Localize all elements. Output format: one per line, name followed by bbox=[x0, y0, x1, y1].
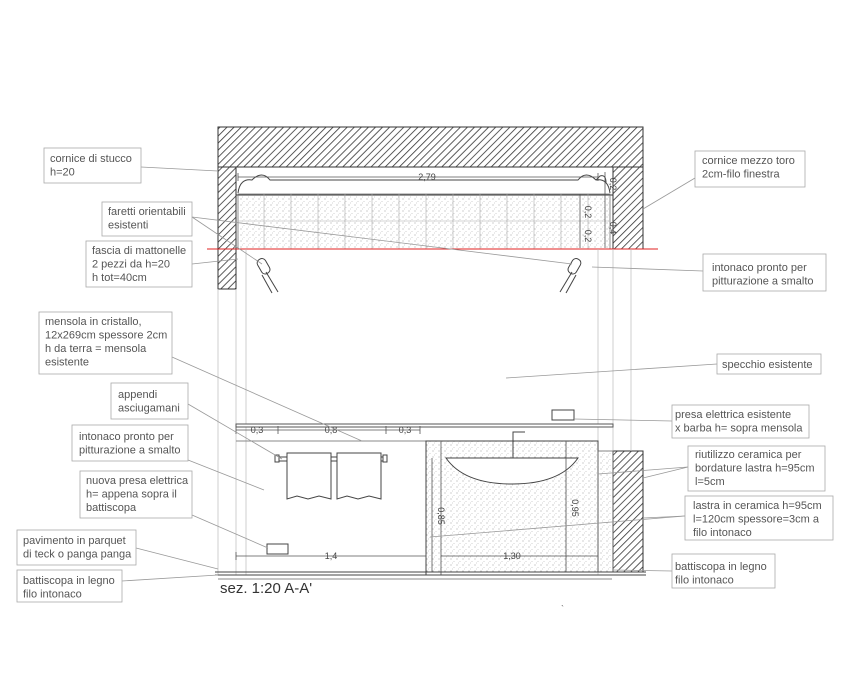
dim-0-3-left: 0,3 bbox=[251, 425, 264, 435]
note-riutilizzo-line-3: l=5cm bbox=[695, 476, 725, 488]
note-mensola-line-2: 12x269cm spessore 2cm bbox=[45, 330, 167, 342]
note-mensola-line-1: mensola in cristallo, bbox=[45, 316, 142, 328]
note-specchio-line-1: specchio esistente bbox=[722, 359, 813, 371]
note-nuova-presa-line-3: battiscopa bbox=[86, 502, 137, 514]
right-wall-lower bbox=[612, 450, 644, 573]
existing-socket bbox=[551, 409, 575, 421]
note-appendi-line-1: appendi bbox=[118, 389, 157, 401]
note-cornice-stucco-box bbox=[43, 147, 142, 184]
right-wall-upper bbox=[612, 166, 644, 250]
note-pavimento-line-2: di teck o panga panga bbox=[23, 549, 132, 561]
note-intonaco-right-box bbox=[702, 253, 827, 292]
note-mensola-line-3: h da terra = mensola bbox=[45, 343, 147, 355]
note-lastra-box bbox=[684, 495, 834, 541]
note-intonaco-left-line-2: pitturazione a smalto bbox=[79, 445, 181, 457]
dim-0-2-bottom: 0,2 bbox=[583, 230, 593, 243]
dim-0-3-right: 0,3 bbox=[399, 425, 412, 435]
ceramic-slab bbox=[425, 431, 614, 575]
note-fascia-line-1: fascia di mattonelle bbox=[92, 245, 186, 257]
note-pavimento-box bbox=[16, 529, 137, 566]
note-nuova-presa-line-2: h= appena sopra il bbox=[86, 489, 177, 501]
note-lastra-line-3: filo intonaco bbox=[693, 527, 752, 539]
note-intonaco-right-line-1: intonaco pronto per bbox=[712, 262, 807, 274]
note-cornice-stucco-line-2: h=20 bbox=[50, 167, 75, 179]
tile-band bbox=[237, 193, 611, 250]
towel-1 bbox=[286, 452, 332, 500]
spotlight-right bbox=[559, 258, 582, 294]
note-battiscopa-left-line-2: filo intonaco bbox=[23, 589, 82, 601]
dim-width-top: 2,79 bbox=[418, 172, 436, 182]
note-nuova-presa-line-1: nuova presa elettrica bbox=[86, 475, 189, 487]
note-intonaco-left-line-1: intonaco pronto per bbox=[79, 431, 174, 443]
note-cornice-toro-line-1: cornice mezzo toro bbox=[702, 155, 795, 167]
washbasin bbox=[445, 457, 579, 485]
note-lastra-line-2: l=120cm spessore=3cm a bbox=[693, 514, 820, 526]
note-faretti-line-2: esistenti bbox=[108, 220, 148, 232]
glass-shelf bbox=[235, 423, 614, 442]
new-socket bbox=[266, 543, 289, 555]
ceiling-slab bbox=[217, 126, 644, 168]
note-fascia-line-3: h tot=40cm bbox=[92, 272, 147, 284]
note-cornice-stucco-line-1: cornice di stucco bbox=[50, 153, 132, 165]
note-appendi-line-2: asciugamani bbox=[118, 403, 180, 415]
stray-mark: ` bbox=[561, 604, 564, 614]
stucco-cornice bbox=[237, 174, 611, 194]
note-battiscopa-right-box bbox=[671, 553, 776, 589]
note-faretti-box bbox=[101, 201, 193, 237]
note-nuova-presa-box bbox=[79, 470, 193, 519]
note-battiscopa-left-box bbox=[16, 569, 123, 603]
note-presa-esistente-box bbox=[671, 404, 810, 439]
dimension-lines bbox=[235, 172, 606, 572]
dim-0-2-top: 0,2 bbox=[608, 178, 618, 191]
towel-2 bbox=[336, 452, 382, 500]
note-battiscopa-right-line-1: battiscopa in legno bbox=[675, 561, 767, 573]
note-presa-esistente-line-2: x barba h= sopra mensola bbox=[675, 423, 803, 435]
dim-1-30: 1,30 bbox=[503, 551, 521, 561]
dim-0-95: 0,95 bbox=[570, 499, 580, 517]
dim-0-4: 0,4 bbox=[608, 222, 618, 235]
annotations bbox=[16, 147, 834, 603]
note-riutilizzo-line-1: riutilizzo ceramica per bbox=[695, 449, 802, 461]
note-mensola-line-4: esistente bbox=[45, 357, 89, 369]
drawing-title: sez. 1:20 A-A' bbox=[220, 580, 312, 597]
note-pavimento-line-1: pavimento in parquet bbox=[23, 535, 126, 547]
note-battiscopa-right-line-2: filo intonaco bbox=[675, 575, 734, 587]
floor bbox=[215, 571, 646, 580]
note-presa-esistente-line-1: presa elettrica esistente bbox=[675, 409, 791, 421]
spotlights bbox=[256, 258, 582, 294]
tap bbox=[512, 431, 525, 458]
note-riutilizzo-box bbox=[687, 445, 826, 492]
towel-rail bbox=[274, 452, 388, 500]
leader-lines bbox=[121, 166, 718, 582]
annotation-texts: cornice di stucco h=20 faretti orientabili… bbox=[23, 153, 822, 601]
tile-band-fill bbox=[237, 193, 611, 250]
note-intonaco-left-box bbox=[71, 424, 189, 462]
note-cornice-toro-box bbox=[694, 150, 806, 188]
spotlight-left bbox=[256, 258, 279, 294]
note-fascia-box bbox=[85, 240, 193, 288]
note-mensola-box bbox=[38, 311, 173, 375]
note-cornice-toro-line-2: 2cm-filo finestra bbox=[702, 169, 781, 181]
dim-0-8: 0,8 bbox=[325, 425, 338, 435]
note-lastra-line-1: lastra in ceramica h=95cm bbox=[693, 500, 822, 512]
note-appendi-box bbox=[110, 382, 189, 420]
note-battiscopa-left-line-1: battiscopa in legno bbox=[23, 575, 115, 587]
note-intonaco-right-line-2: pitturazione a smalto bbox=[712, 276, 814, 288]
note-specchio-box bbox=[716, 353, 822, 375]
note-fascia-line-2: 2 pezzi da h=20 bbox=[92, 259, 170, 271]
note-riutilizzo-line-2: bordature lastra h=95cm bbox=[695, 463, 815, 475]
dim-0-85: 0,85 bbox=[436, 507, 446, 525]
dim-0-2-mid: 0,2 bbox=[583, 206, 593, 219]
dim-1-4: 1,4 bbox=[325, 551, 338, 561]
left-wall-upper bbox=[217, 166, 237, 290]
note-faretti-line-1: faretti orientabili bbox=[108, 206, 186, 218]
